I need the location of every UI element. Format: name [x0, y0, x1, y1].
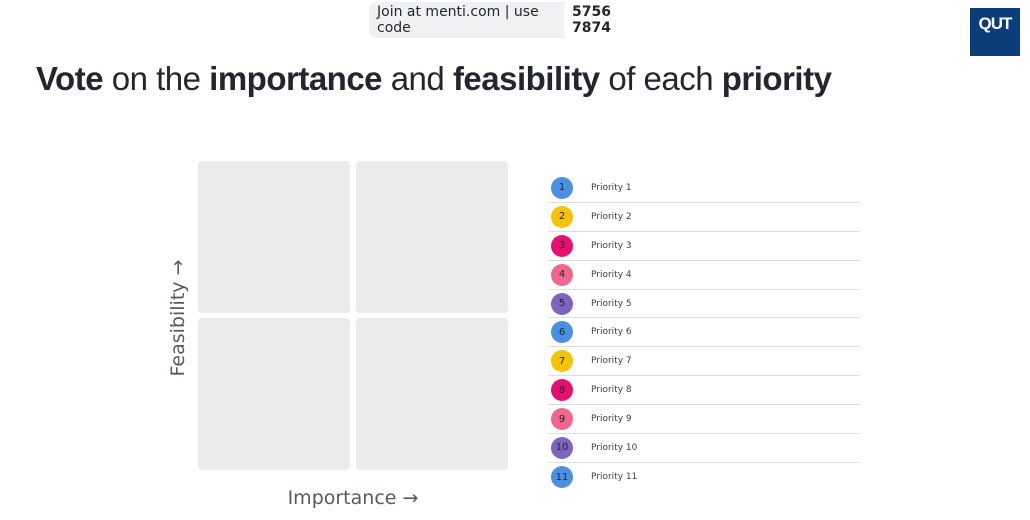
priority-item[interactable]: 6 Priority 6: [548, 318, 860, 348]
join-code: 5756 7874: [564, 1, 655, 39]
priority-label: Priority 11: [591, 472, 638, 483]
priority-label: Priority 3: [591, 240, 632, 251]
title-word-priority: priority: [721, 60, 832, 97]
priority-item[interactable]: 9 Priority 9: [548, 405, 860, 435]
priority-label: Priority 8: [591, 385, 632, 396]
priority-label: Priority 9: [591, 414, 632, 425]
priority-item[interactable]: 4 Priority 4: [548, 261, 860, 290]
priority-label: Priority 4: [591, 269, 632, 280]
quadrant-bottom-left[interactable]: [198, 318, 350, 470]
priority-item[interactable]: 1 Priority 1: [548, 174, 860, 203]
priority-badge: 11: [551, 466, 573, 489]
priority-badge: 7: [551, 350, 573, 373]
priority-item[interactable]: 3 Priority 3: [548, 232, 860, 261]
priority-label: Priority 5: [591, 298, 632, 309]
priority-badge: 4: [551, 263, 573, 286]
priority-badge: 5: [551, 292, 573, 315]
priority-label: Priority 2: [591, 211, 632, 222]
priority-item[interactable]: 7 Priority 7: [548, 347, 860, 377]
quadrant-top-right[interactable]: [356, 161, 508, 313]
join-text: Join at menti.com | use code: [377, 4, 539, 36]
quadrant-bottom-right[interactable]: [356, 318, 508, 470]
page-title: Vote on the importance and feasibility o…: [36, 60, 832, 98]
title-word-importance: importance: [209, 60, 383, 97]
priority-badge: 8: [551, 379, 573, 402]
priority-item[interactable]: 11 Priority 11: [548, 463, 860, 492]
title-text-1: on the: [103, 60, 210, 97]
title-text-3: of each: [599, 60, 722, 97]
x-axis-label: Importance →: [287, 487, 419, 509]
priority-badge: 9: [551, 408, 573, 431]
title-word-feasibility: feasibility: [452, 60, 600, 97]
y-axis-label: Feasibility →: [167, 259, 189, 377]
priority-badge: 3: [551, 234, 573, 257]
priority-badge: 1: [551, 176, 573, 199]
priority-label: Priority 10: [591, 442, 638, 453]
priority-badge: 10: [551, 436, 573, 459]
priority-item[interactable]: 10 Priority 10: [548, 434, 860, 463]
title-word-vote: Vote: [36, 60, 104, 97]
priority-label: Priority 7: [591, 356, 632, 367]
priority-badge: 2: [551, 205, 573, 228]
qut-logo: QUT: [970, 8, 1020, 56]
join-instructions: Join at menti.com | use code 5756 7874: [369, 1, 655, 39]
priority-item[interactable]: 8 Priority 8: [548, 376, 860, 406]
title-text-2: and: [382, 60, 453, 97]
priority-label: Priority 1: [591, 182, 632, 193]
quadrant-top-left[interactable]: [198, 161, 350, 313]
priority-item[interactable]: 2 Priority 2: [548, 203, 860, 232]
logo-text: QUT: [978, 14, 1013, 33]
priority-item[interactable]: 5 Priority 5: [548, 290, 860, 319]
priority-badge: 6: [551, 321, 573, 344]
priority-label: Priority 6: [591, 327, 632, 338]
